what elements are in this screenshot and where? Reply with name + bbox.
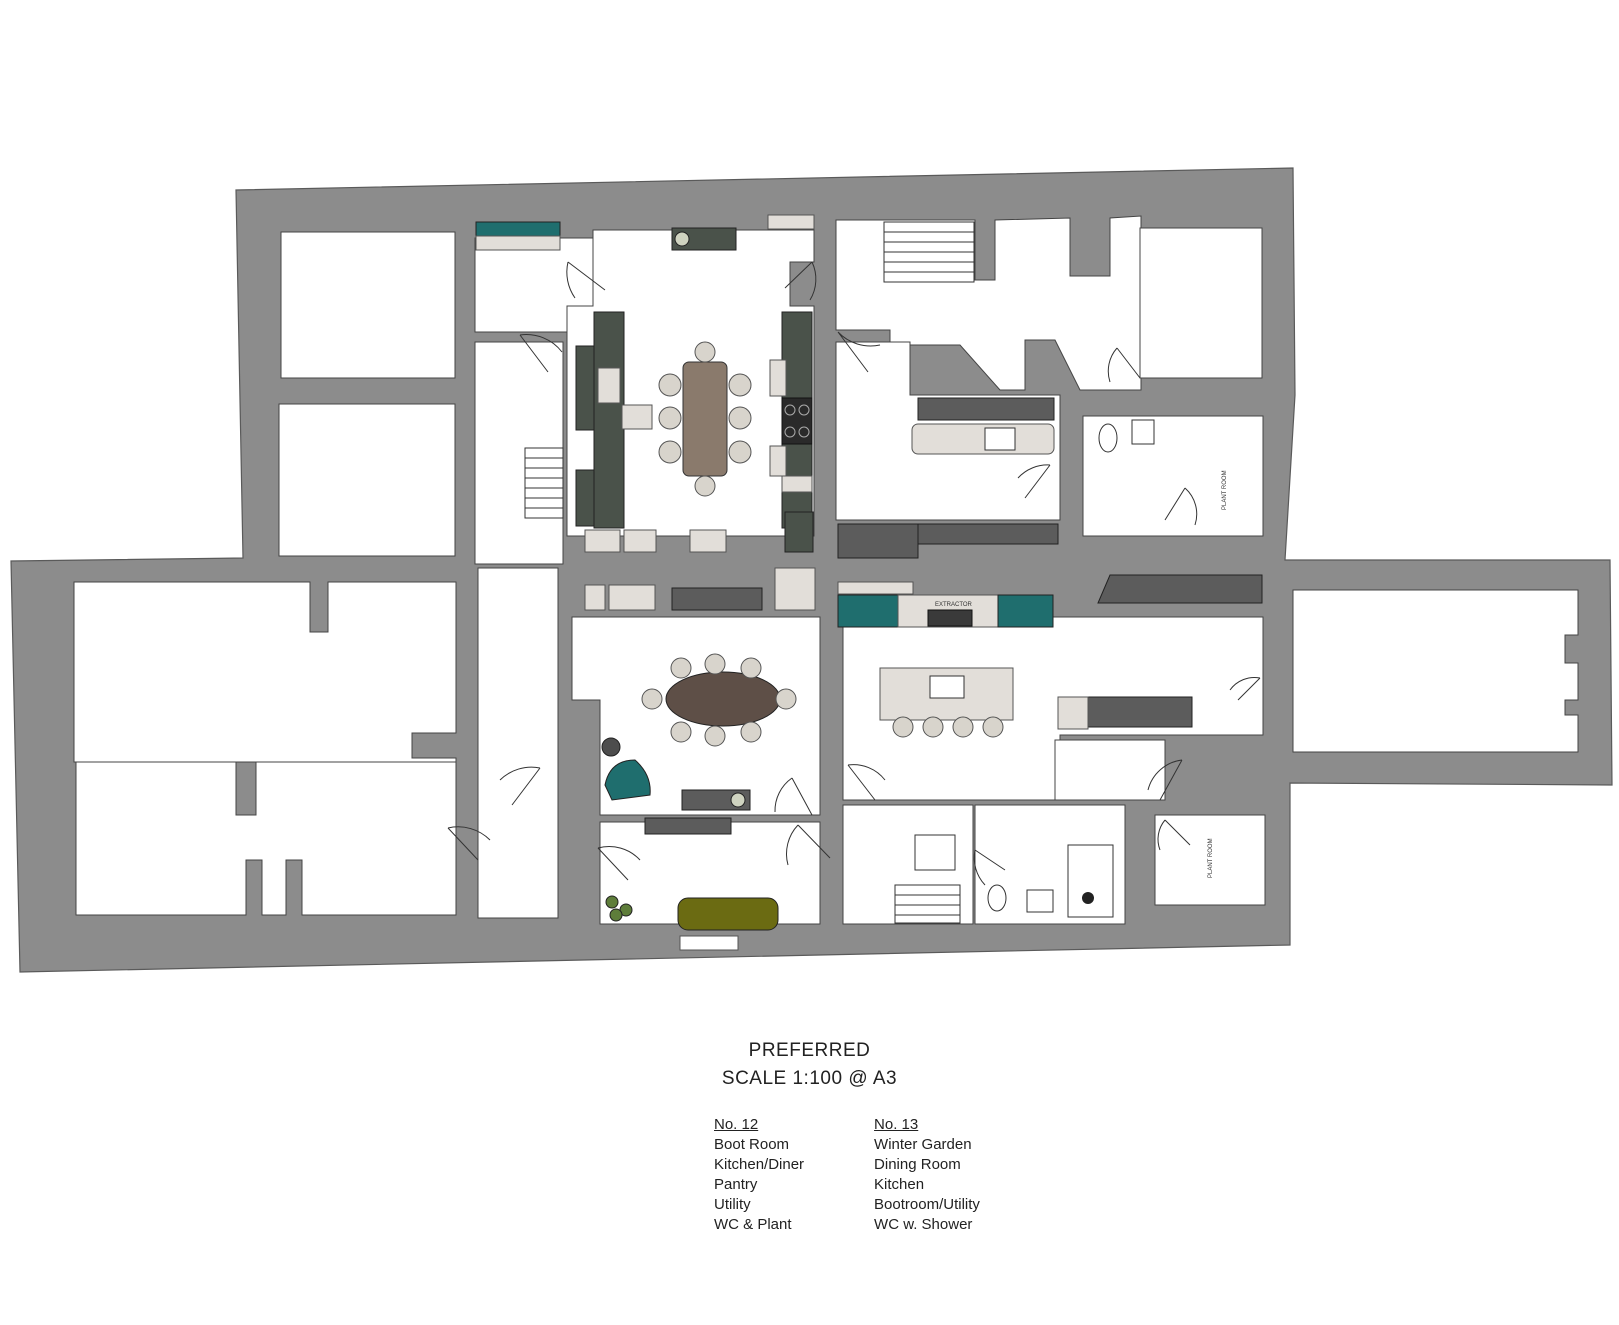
boot-bench xyxy=(475,221,561,237)
room-left-wing-1 xyxy=(73,581,457,763)
drawing-scale: SCALE 1:100 @ A3 xyxy=(721,1068,898,1089)
room-top-left-1 xyxy=(280,231,456,379)
drawing-title-block: PREFERRED SCALE 1:100 @ A3 xyxy=(0,1040,1619,1090)
schedule-heading-no13: No. 13 xyxy=(874,1116,919,1133)
list-item: Kitchen xyxy=(874,1176,925,1193)
room-schedule-no12: No. 12 Boot Room Kitchen/Diner Pantry Ut… xyxy=(714,1115,804,1235)
room-schedule-no13: No. 13 Winter Garden Dining Room Kitchen… xyxy=(874,1115,980,1235)
hall-left xyxy=(477,567,559,919)
list-item: Dining Room xyxy=(874,1156,961,1173)
right-wing-room xyxy=(1292,589,1579,753)
list-item: Winter Garden xyxy=(874,1136,972,1153)
range-hood xyxy=(671,227,737,251)
floor-plan: PLANT ROOM EXTRACTOR xyxy=(10,167,1613,973)
plant-room-2-label: PLANT ROOM xyxy=(1208,838,1214,878)
utility-furniture xyxy=(837,397,1059,559)
oval-dining-table xyxy=(665,671,781,727)
kitchen-no13-furniture: EXTRACTOR xyxy=(837,574,1263,738)
room-top-left-2 xyxy=(278,403,456,557)
list-item: Bootroom/Utility xyxy=(874,1196,980,1213)
armchair xyxy=(604,759,651,801)
wc-shower-fixtures: PLANT ROOM xyxy=(987,838,1214,918)
list-item: Pantry xyxy=(714,1176,758,1193)
range-cooker xyxy=(781,397,813,445)
list-item: Kitchen/Diner xyxy=(714,1156,805,1173)
counter-left xyxy=(593,311,625,529)
stairs xyxy=(524,221,975,924)
list-item: WC w. Shower xyxy=(874,1216,973,1233)
list-item: Boot Room xyxy=(714,1136,790,1153)
schedule-heading-no12: No. 12 xyxy=(714,1116,759,1133)
room-left-wing-2 xyxy=(75,761,457,916)
winter-garden-furniture xyxy=(605,895,779,951)
wc-plant xyxy=(1082,415,1264,537)
list-item: Utility xyxy=(714,1196,751,1213)
plant-room-2 xyxy=(1154,814,1266,906)
kitchen-no13 xyxy=(842,616,1264,801)
plant-icon xyxy=(605,895,633,922)
plant-room-label: PLANT ROOM xyxy=(1222,470,1228,510)
corridor-no13 xyxy=(1054,739,1166,801)
side-table xyxy=(601,737,621,757)
doors xyxy=(447,261,1261,886)
room-schedule: No. 12 Boot Room Kitchen/Diner Pantry Ut… xyxy=(714,1115,980,1235)
drawing-title: PREFERRED xyxy=(748,1040,871,1061)
dining-table-12 xyxy=(682,361,728,477)
kitchen-diner-furniture xyxy=(475,214,815,553)
extractor-label: EXTRACTOR xyxy=(935,602,973,608)
sofa xyxy=(677,897,779,931)
list-item: WC & Plant xyxy=(714,1216,792,1233)
utility-counter xyxy=(911,423,1055,455)
wc-plant-fixtures: PLANT ROOM xyxy=(1098,419,1228,510)
room-top-right xyxy=(1139,227,1263,379)
appliance-icon xyxy=(674,231,690,247)
dining-room-furniture xyxy=(584,567,816,835)
